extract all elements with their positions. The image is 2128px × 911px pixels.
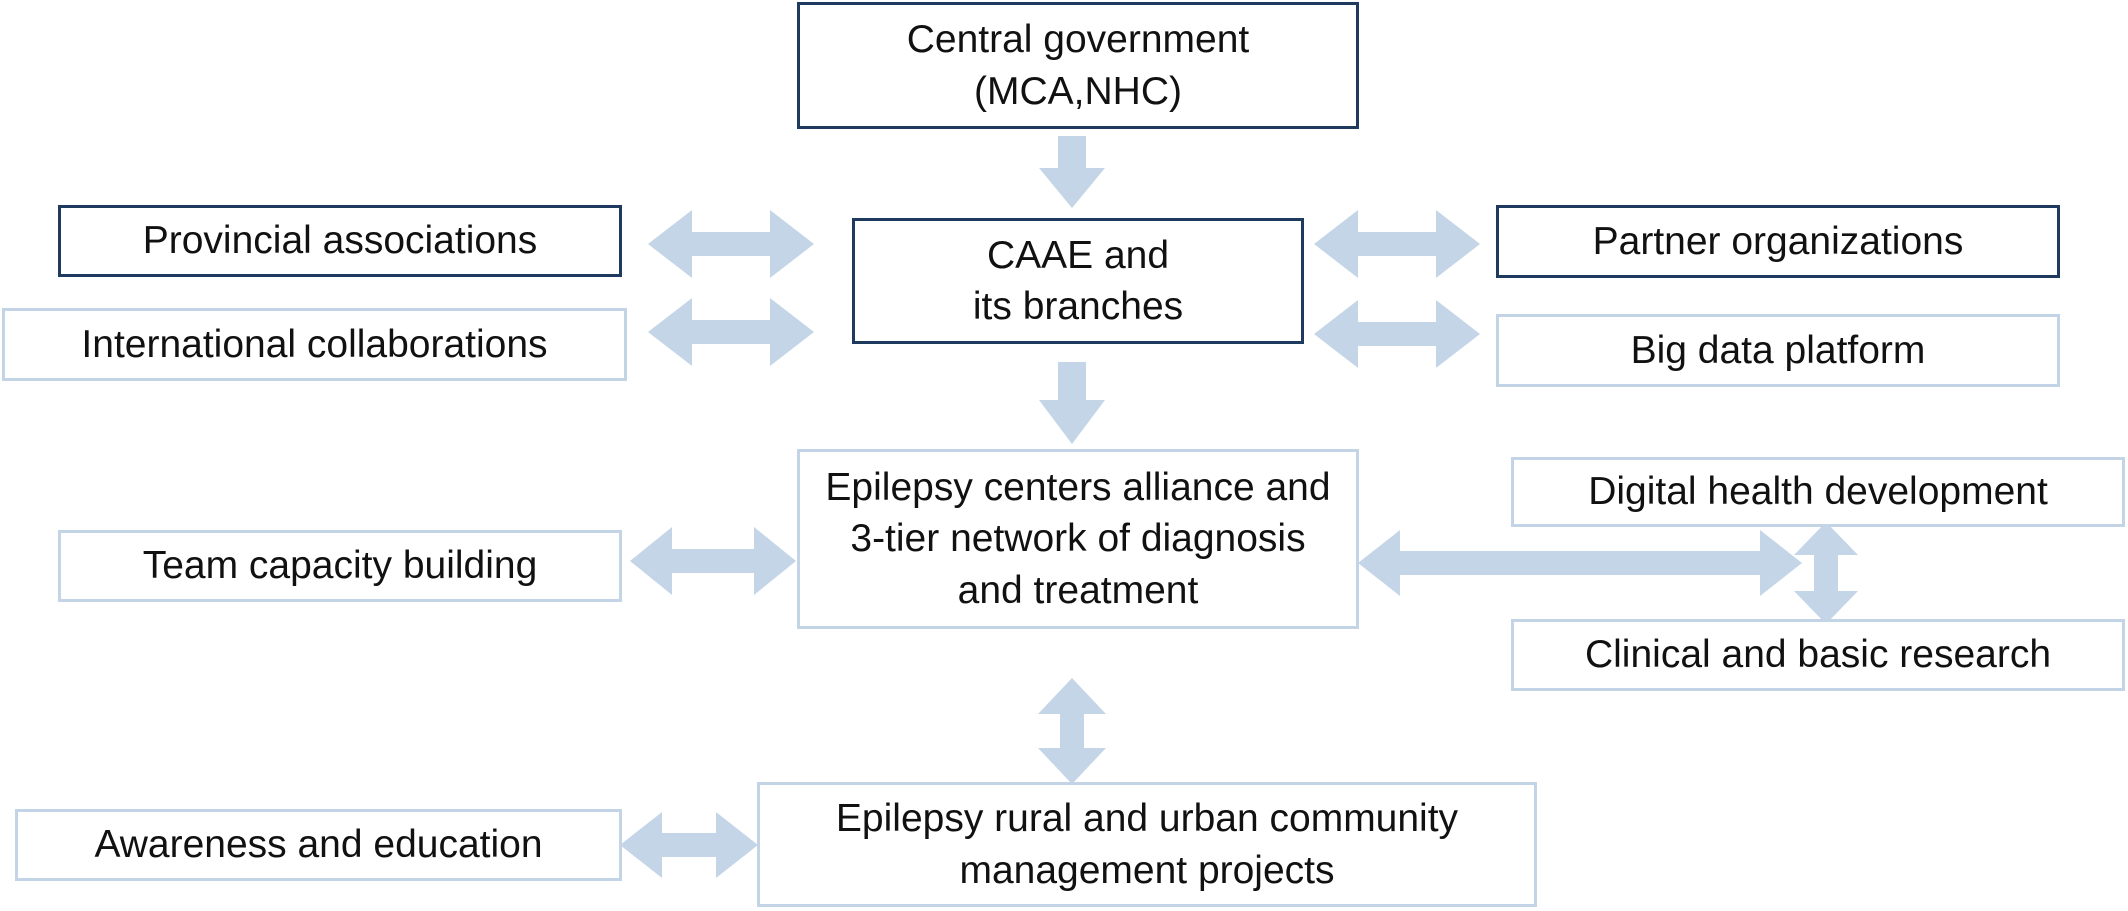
caae-label: CAAE and its branches — [972, 233, 1184, 328]
community-management-projects-label: Epilepsy rural and urban community manag… — [835, 797, 1459, 892]
arrow-double-vertical-digital-clinical — [1794, 522, 1858, 624]
arrow-down-caae-to-alliance — [1039, 362, 1105, 444]
international-collaborations-label: International collaborations — [81, 322, 548, 366]
arrow-double-team-alliance — [630, 527, 796, 595]
big-data-platform-label: Big data platform — [1630, 328, 1926, 372]
awareness-education-box: Awareness and education — [15, 809, 622, 881]
international-collaborations-box: International collaborations — [2, 308, 627, 381]
arrow-double-caae-bigdata — [1314, 300, 1480, 368]
clinical-basic-research-box: Clinical and basic research — [1511, 619, 2125, 691]
digital-health-development-label: Digital health development — [1588, 470, 2048, 514]
arrow-double-alliance-community — [1038, 678, 1106, 784]
caae-box: CAAE and its branches — [852, 218, 1304, 344]
awareness-education-label: Awareness and education — [94, 823, 543, 867]
provincial-associations-box: Provincial associations — [58, 205, 622, 277]
team-capacity-building-box: Team capacity building — [58, 530, 622, 602]
arrow-down-government-to-caae — [1039, 136, 1105, 208]
partner-organizations-label: Partner organizations — [1592, 219, 1964, 263]
central-government-box: Central government (MCA,NHC) — [797, 2, 1359, 129]
digital-health-development-box: Digital health development — [1511, 457, 2125, 527]
arrow-double-provincial-caae — [648, 210, 814, 278]
community-management-projects-box: Epilepsy rural and urban community manag… — [757, 782, 1537, 907]
team-capacity-building-label: Team capacity building — [142, 544, 538, 588]
arrow-double-alliance-research — [1358, 530, 1802, 596]
big-data-platform-box: Big data platform — [1496, 314, 2060, 387]
arrow-double-awareness-community — [620, 812, 758, 878]
provincial-associations-label: Provincial associations — [142, 219, 538, 263]
partner-organizations-box: Partner organizations — [1496, 205, 2060, 278]
central-government-label: Central government (MCA,NHC) — [906, 18, 1250, 113]
arrow-double-caae-partner — [1314, 210, 1480, 278]
epilepsy-centers-alliance-box: Epilepsy centers alliance and 3-tier net… — [797, 449, 1359, 629]
epilepsy-centers-alliance-label: Epilepsy centers alliance and 3-tier net… — [825, 465, 1331, 612]
arrow-double-international-caae — [648, 298, 814, 366]
clinical-basic-research-label: Clinical and basic research — [1584, 633, 2052, 677]
